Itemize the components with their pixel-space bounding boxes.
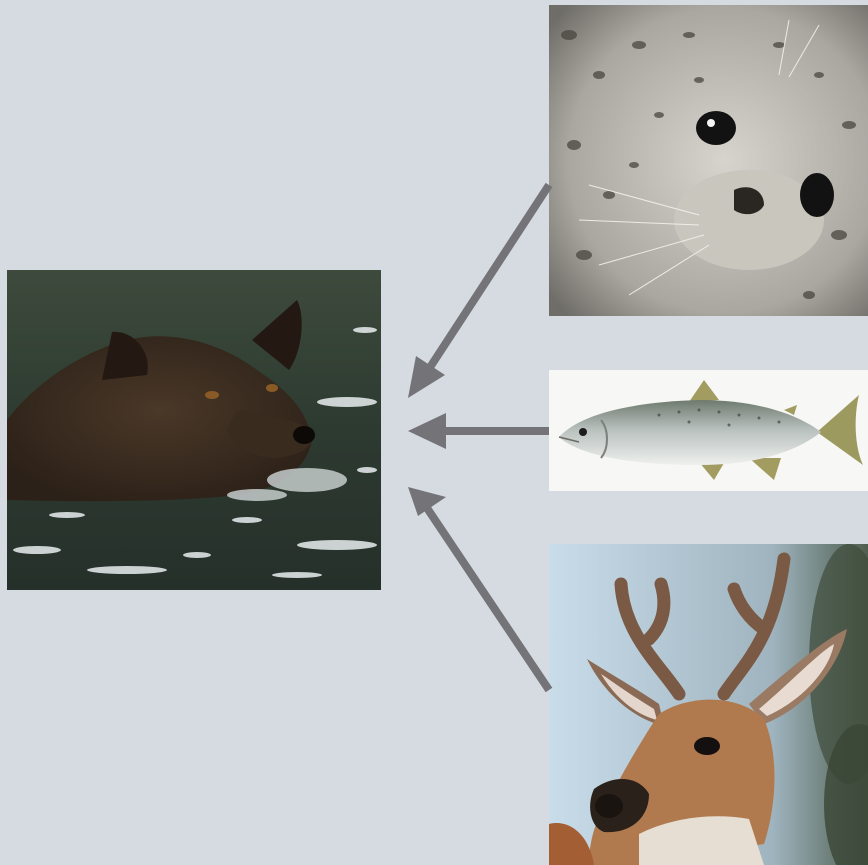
arrowhead-salmon <box>408 413 446 449</box>
arrow-seal-to-wolf <box>425 185 549 375</box>
arrowhead-seal <box>408 356 445 398</box>
deer-photo <box>549 544 868 865</box>
arrow-deer-to-wolf <box>425 505 549 690</box>
seal-photo <box>549 5 868 316</box>
wolf-photo <box>7 270 381 590</box>
arrowhead-deer <box>408 487 446 516</box>
salmon-photo <box>549 370 868 491</box>
